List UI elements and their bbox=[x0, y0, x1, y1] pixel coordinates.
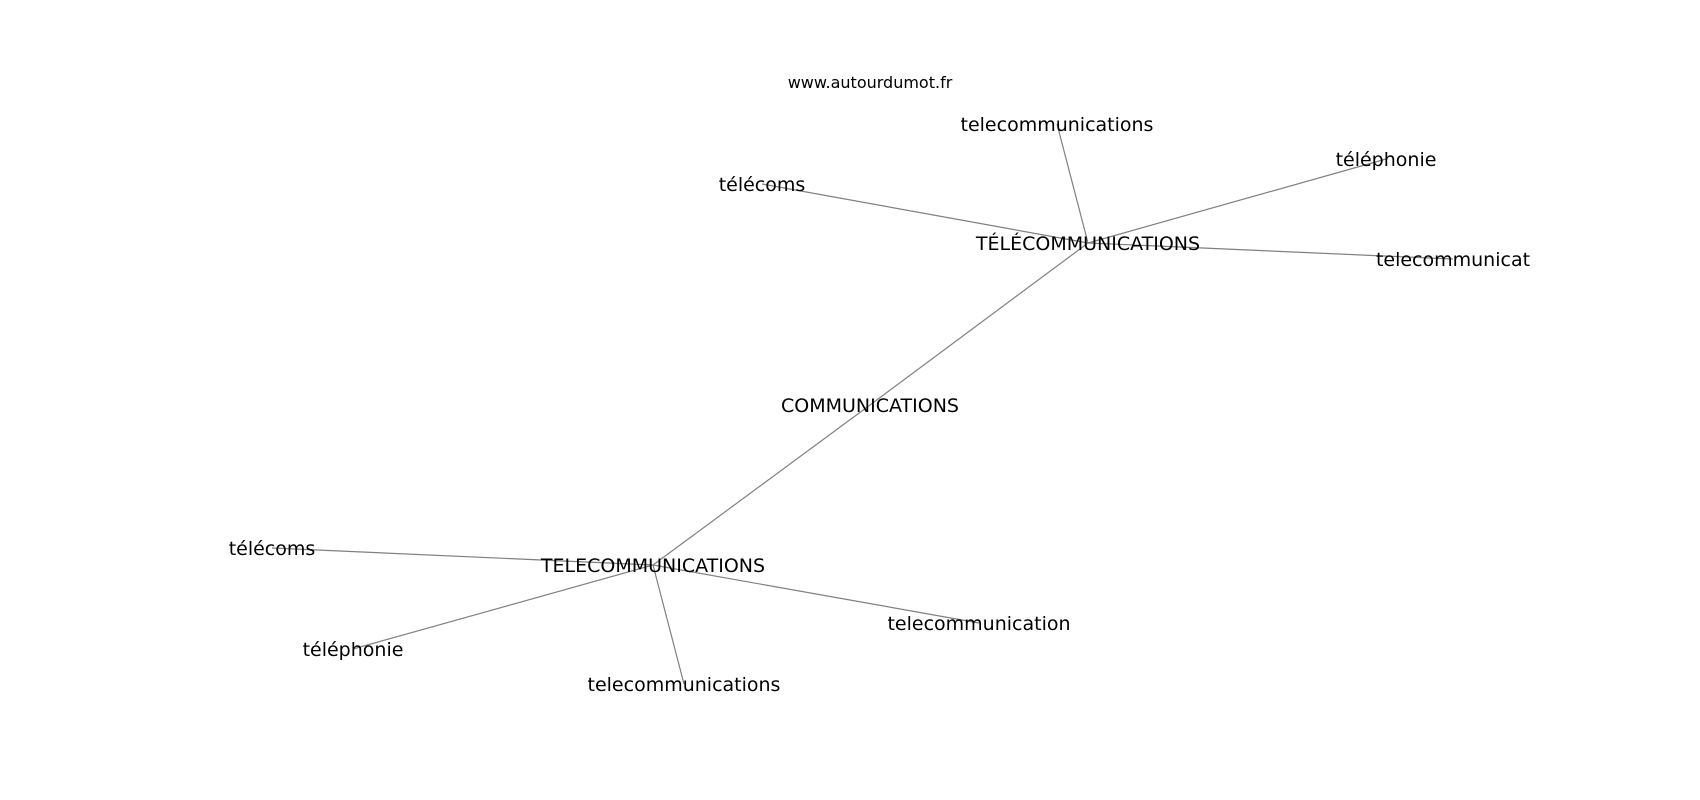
edge-center-hub_plain bbox=[652, 404, 871, 566]
node-plain-telecoms: télécoms bbox=[229, 538, 316, 560]
edge-hub_accented-acc_telecommunications bbox=[1056, 123, 1089, 244]
edge-hub_plain-plain_telecommunication bbox=[652, 564, 980, 624]
node-acc-telecommunicat: telecommunicat bbox=[1376, 249, 1530, 271]
edge-layer bbox=[271, 123, 1454, 685]
edge-hub_accented-acc_telecoms bbox=[761, 183, 1089, 244]
node-plain-telephonie: téléphonie bbox=[303, 639, 404, 661]
label-layer: COMMUNICATIONS TÉLÉCOMMUNICATIONS TELECOMM… bbox=[229, 114, 1530, 696]
source-watermark: www.autourdumot.fr bbox=[788, 73, 953, 92]
edge-hub_accented-acc_telephonie bbox=[1087, 158, 1387, 244]
edge-hub_accented-acc_telecommunicat bbox=[1087, 242, 1454, 260]
node-center: COMMUNICATIONS bbox=[781, 395, 959, 417]
node-hub-accented: TÉLÉCOMMUNICATIONS bbox=[975, 232, 1200, 255]
node-acc-telephonie: téléphonie bbox=[1336, 149, 1437, 171]
edge-hub_plain-plain_telecoms bbox=[271, 547, 654, 566]
node-plain-telecommunications: telecommunications bbox=[588, 674, 781, 696]
node-acc-telecoms: télécoms bbox=[719, 174, 806, 196]
edge-hub_plain-plain_telephonie bbox=[352, 564, 654, 650]
node-hub-plain: TELECOMMUNICATIONS bbox=[540, 555, 765, 577]
node-acc-telecommunications: telecommunications bbox=[961, 114, 1154, 136]
edge-hub_plain-plain_telecommunications bbox=[652, 564, 685, 685]
node-plain-telecommunication: telecommunication bbox=[887, 613, 1070, 635]
edge-center-hub_accented bbox=[869, 242, 1089, 406]
